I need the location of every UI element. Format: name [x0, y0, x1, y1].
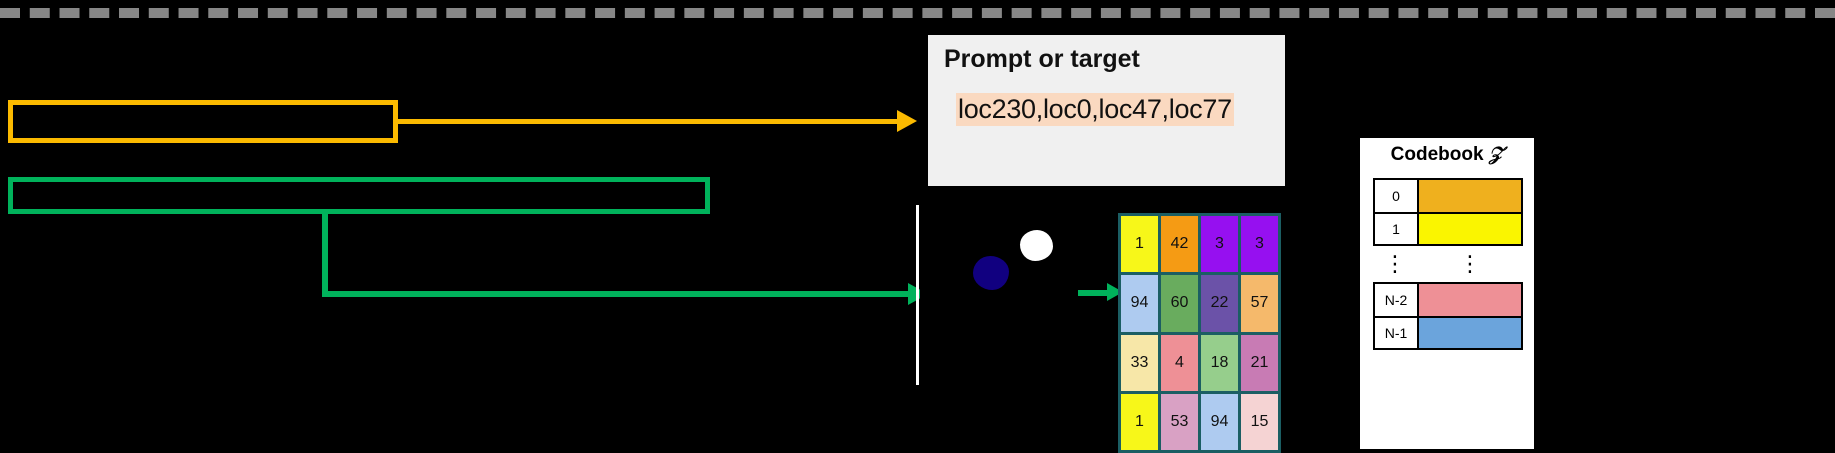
prompt-panel-title: Prompt or target [944, 45, 1140, 73]
grid-green-arrow-line [1078, 290, 1112, 296]
token-cell: 57 [1241, 275, 1278, 332]
codebook-row-swatch [1419, 284, 1521, 316]
token-cell: 1 [1121, 216, 1158, 273]
codebook-ellipsis-left: ⋮ [1384, 251, 1406, 276]
token-cell: 22 [1201, 275, 1238, 332]
token-cell: 33 [1121, 334, 1158, 391]
codebook-row-swatch [1419, 318, 1521, 348]
codebook-row-index: 1 [1375, 214, 1419, 244]
green-arrow-horizontal-segment [322, 291, 914, 297]
vertical-divider [916, 205, 919, 385]
prompt-or-target-panel: Prompt or target loc230,loc0,loc47,loc77 [928, 35, 1285, 186]
white-blob [1020, 230, 1053, 261]
codebook-row: 1 [1373, 212, 1523, 246]
token-cell: 94 [1121, 275, 1158, 332]
codebook-row-index: 0 [1375, 180, 1419, 212]
token-cell: 21 [1241, 334, 1278, 391]
dark-blue-blob [973, 256, 1009, 290]
codebook-row: N-2 [1373, 282, 1523, 316]
orange-arrow-head-icon [897, 110, 917, 132]
token-cell: 94 [1201, 393, 1238, 450]
codebook-title-text: Codebook [1390, 144, 1484, 165]
codebook-symbol: 𝒵 [1488, 144, 1504, 165]
token-cell: 3 [1201, 216, 1238, 273]
orange-arrow-line [398, 119, 903, 124]
token-cell: 60 [1161, 275, 1198, 332]
codebook-row-index: N-2 [1375, 284, 1419, 316]
token-cell: 1 [1121, 393, 1158, 450]
dashed-separator-top [0, 8, 1835, 18]
codebook-row: 0 [1373, 178, 1523, 212]
token-cell: 4 [1161, 334, 1198, 391]
green-arrow-vertical-segment [322, 209, 328, 297]
codebook-row: N-1 [1373, 316, 1523, 350]
token-cell: 18 [1201, 334, 1238, 391]
codebook-row-swatch [1419, 180, 1521, 212]
codebook-row-swatch [1419, 214, 1521, 244]
orange-outlined-box [8, 100, 398, 143]
codebook-title: Codebook 𝒵 [1360, 144, 1534, 166]
codebook-row-index: N-1 [1375, 318, 1419, 348]
prompt-panel-value: loc230,loc0,loc47,loc77 [956, 93, 1234, 126]
green-outlined-box [8, 177, 710, 214]
token-cell: 53 [1161, 393, 1198, 450]
token-cell: 3 [1241, 216, 1278, 273]
token-cell: 15 [1241, 393, 1278, 450]
token-cell: 42 [1161, 216, 1198, 273]
codebook-ellipsis: ⋮⋮ [1373, 246, 1523, 282]
codebook-ellipsis-right: ⋮ [1459, 251, 1481, 276]
